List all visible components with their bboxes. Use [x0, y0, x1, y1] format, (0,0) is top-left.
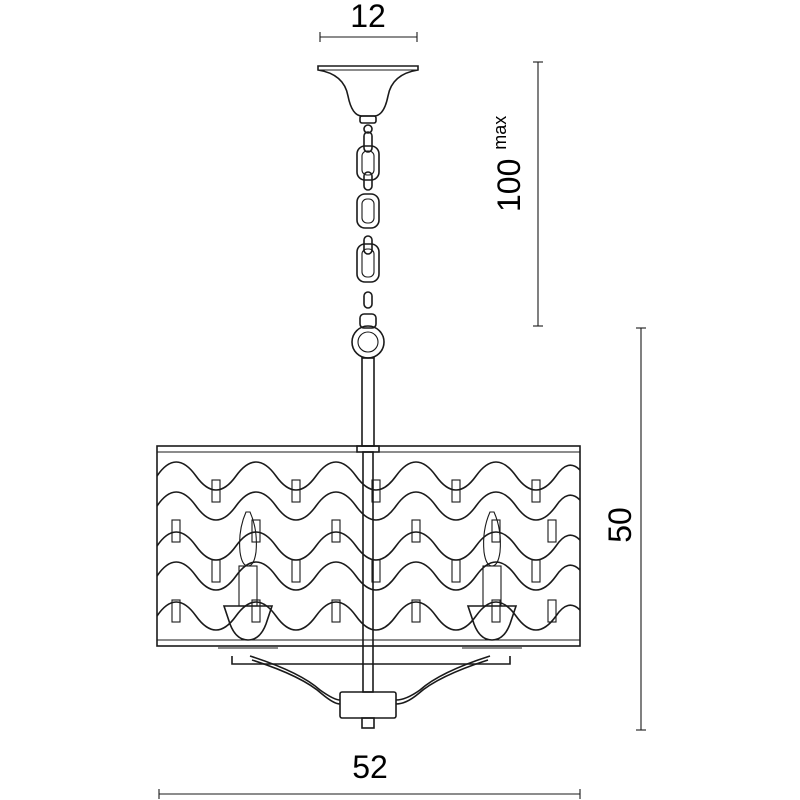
total-height-dimension: 50	[602, 327, 646, 731]
ceiling-canopy	[317, 65, 419, 134]
bottom-frame	[231, 655, 511, 729]
chain	[351, 131, 385, 359]
canopy-width-label: 12	[350, 0, 386, 34]
center-rod	[356, 357, 380, 693]
shade-width-label: 52	[352, 749, 388, 785]
shade-width-dimension: 52	[158, 749, 581, 799]
lattice-pattern	[156, 461, 581, 631]
chain-length-suffix: max	[490, 116, 510, 150]
chain-length-label: 100 max	[490, 116, 527, 212]
left-candle-light	[218, 511, 278, 649]
total-height-label: 50	[602, 507, 638, 543]
chain-length-value: 100	[491, 159, 527, 212]
canopy-width-dimension: 12	[319, 0, 418, 42]
right-candle-light	[462, 511, 522, 649]
chain-length-dimension: 100 max	[490, 61, 543, 327]
